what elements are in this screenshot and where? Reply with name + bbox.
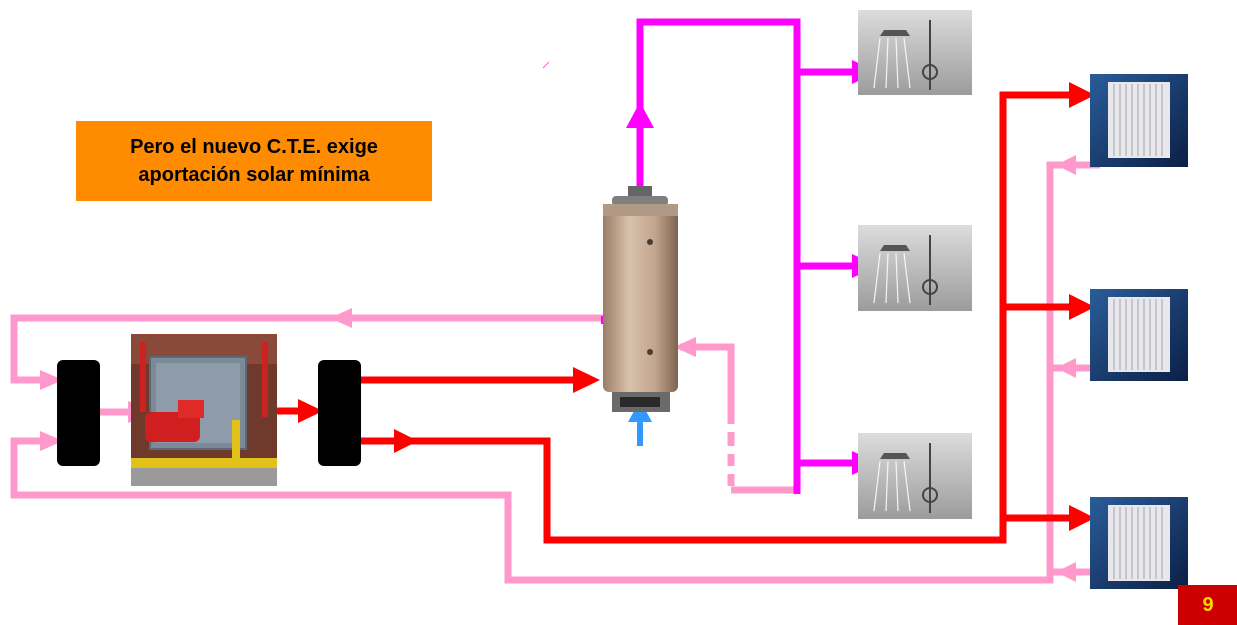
callout-line-1: Pero el nuevo C.T.E. exige — [130, 136, 378, 158]
boiler-icon — [131, 334, 277, 486]
solar-requirement-callout: Pero el nuevo C.T.E. exige aportación so… — [76, 121, 432, 201]
heating-return-pipes — [10, 161, 1100, 584]
shower-icon-top — [858, 10, 972, 95]
return-collector-icon — [57, 360, 100, 466]
shower-icon-bottom — [858, 433, 972, 519]
water-tank-icon — [603, 186, 678, 412]
radiator-icon-bottom — [1090, 497, 1188, 589]
heating-supply-pipes — [255, 91, 1075, 544]
radiator-icon-middle — [1090, 289, 1188, 381]
supply-collector-icon — [318, 360, 361, 466]
shower-icon-middle — [858, 225, 972, 311]
supply-arrowheads — [298, 82, 1095, 531]
radiator-icon-top — [1090, 74, 1188, 167]
stray-mark — [542, 61, 550, 69]
callout-line-2: aportación solar mínima — [138, 164, 370, 186]
page-number-badge: 9 — [1178, 585, 1237, 625]
